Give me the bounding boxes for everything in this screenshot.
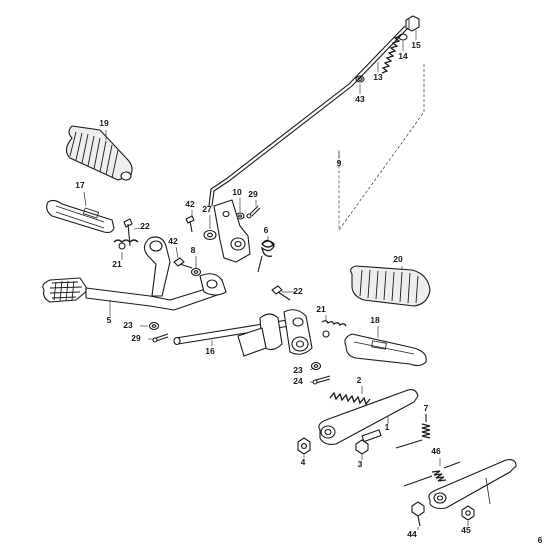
part-23-washer-left — [140, 321, 160, 331]
callout-22: 22 — [293, 286, 303, 296]
part-22-bolt-lower — [271, 285, 296, 301]
part-9-brake-rod — [208, 25, 425, 231]
part-43-collar — [355, 75, 365, 94]
part-44-bolt — [411, 501, 425, 530]
callout-43: 43 — [355, 94, 365, 104]
part-42-bolt-lower — [173, 246, 193, 269]
callout-10: 10 — [232, 187, 242, 197]
callout-1: 1 — [385, 422, 390, 432]
pivot-bracket-right — [283, 309, 313, 355]
part-18-footrest-bracket — [344, 326, 427, 367]
page-number: 6 — [538, 535, 543, 545]
callout-21: 21 — [112, 259, 122, 269]
callout-4: 4 — [301, 457, 306, 467]
callout-19: 19 — [99, 118, 109, 128]
part-2-stand-spring — [329, 386, 371, 406]
part-21-spring-left — [113, 239, 139, 260]
part-7-stand-spring — [395, 414, 431, 449]
part-5-brake-pedal — [42, 236, 227, 316]
callout-16: 16 — [205, 346, 215, 356]
callout-42: 42 — [185, 199, 195, 209]
part-45-nut — [461, 505, 475, 526]
part-21-spring-right — [321, 315, 347, 338]
callout-22: 22 — [140, 221, 150, 231]
callout-13: 13 — [373, 72, 383, 82]
part-8-washer — [190, 256, 202, 277]
callout-6: 6 — [264, 225, 269, 235]
callout-29: 29 — [248, 189, 258, 199]
callout-21: 21 — [316, 304, 326, 314]
part-4-nut — [297, 437, 311, 458]
callout-42: 42 — [168, 236, 178, 246]
callout-27: 27 — [202, 204, 212, 214]
callout-18: 18 — [370, 315, 380, 325]
part-27-washer — [203, 215, 217, 241]
part-19-footrest-rubber — [65, 125, 133, 181]
callout-23: 23 — [123, 320, 133, 330]
callout-29: 29 — [131, 333, 141, 343]
callout-2: 2 — [357, 375, 362, 385]
callout-5: 5 — [107, 315, 112, 325]
part-10-washer — [235, 198, 245, 220]
callout-46: 46 — [431, 446, 441, 456]
part-29-cotter-pin-upper — [246, 200, 261, 219]
callout-7: 7 — [424, 403, 429, 413]
callout-23: 23 — [293, 365, 303, 375]
callout-14: 14 — [398, 51, 408, 61]
part-13-brake-rod-spring — [377, 35, 401, 74]
part-3-pivot-bolt — [355, 429, 382, 460]
callout-9: 9 — [337, 158, 342, 168]
part-15-adjusting-nut — [405, 15, 420, 40]
part-16-pivot-shaft — [173, 313, 303, 357]
brake-arm-rod-end — [213, 199, 251, 263]
callout-44: 44 — [407, 529, 417, 539]
main-stand-arm — [428, 459, 517, 510]
callout-24: 24 — [293, 376, 303, 386]
part-20-footrest-rubber — [350, 265, 431, 307]
callout-8: 8 — [191, 245, 196, 255]
part-29-cotter-pin-lower — [148, 333, 169, 343]
part-23-washer-right — [309, 361, 322, 371]
callout-20: 20 — [393, 254, 403, 264]
callout-17: 17 — [75, 180, 85, 190]
callout-15: 15 — [411, 40, 421, 50]
part-46-main-stand-spring — [403, 458, 461, 487]
part-1-side-stand — [318, 389, 419, 445]
callout-45: 45 — [461, 525, 471, 535]
part-6-torsion-spring — [257, 236, 275, 273]
part-42-bolt-upper — [185, 210, 195, 233]
part-24-pin — [310, 375, 331, 385]
part-17-footrest-bracket — [46, 191, 115, 234]
callout-3: 3 — [358, 459, 363, 469]
part-22-bolt-upper — [123, 218, 143, 247]
